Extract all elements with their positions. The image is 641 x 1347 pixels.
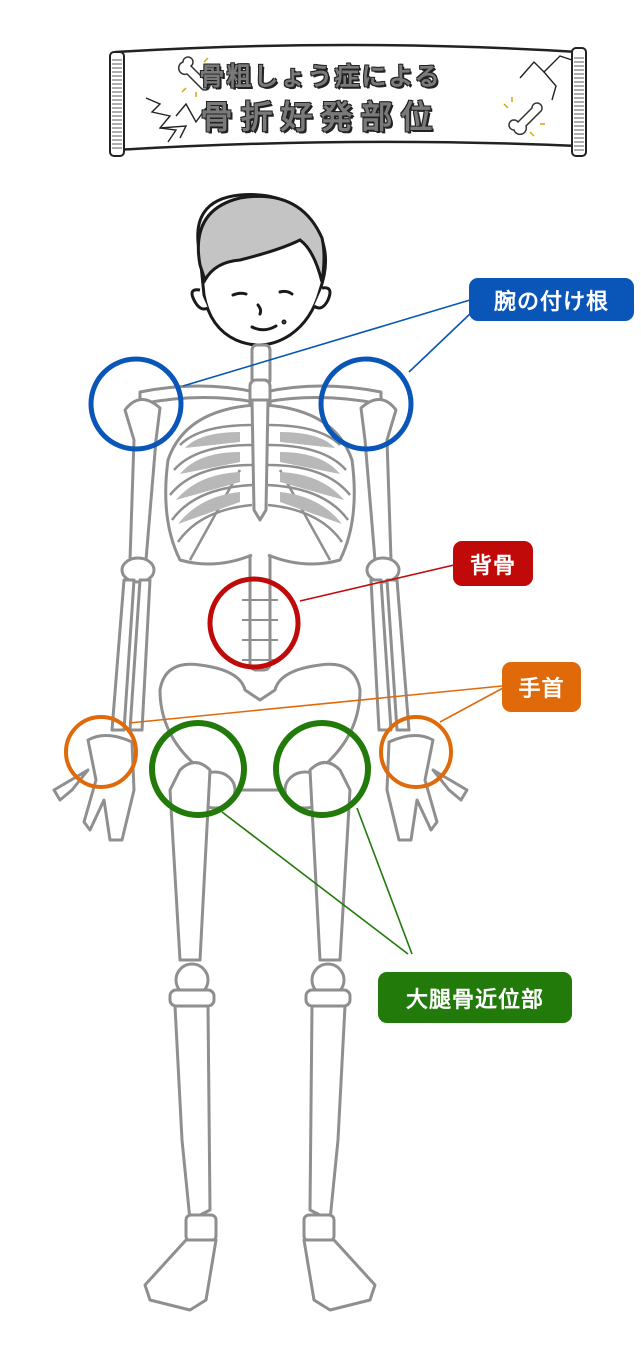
left-femur-circle [149, 720, 247, 818]
right-shoulder-circle [318, 356, 414, 452]
spine-callout [207, 564, 455, 670]
banner-title-line1: 骨粗しょう症による [199, 62, 442, 91]
skeleton [52, 343, 469, 1312]
wrist-callouts [64, 685, 504, 789]
head [190, 193, 332, 347]
label-spine: 背骨 [453, 541, 533, 586]
left-shoulder-circle [88, 356, 184, 452]
label-wrist: 手首 [502, 662, 581, 712]
spine-circle [207, 576, 301, 670]
right-femur-circle [273, 720, 371, 818]
title-banner [109, 43, 587, 157]
banner-title-line2: 骨折好発部位 [200, 98, 441, 136]
right-wrist-circle [379, 715, 453, 789]
crack-icon [145, 55, 573, 143]
femur-callouts [149, 720, 413, 955]
label-shoulder: 腕の付け根 [469, 278, 634, 321]
shoulder-callouts [88, 299, 473, 452]
left-wrist-circle [64, 715, 138, 789]
label-femur: 大腿骨近位部 [378, 972, 572, 1023]
broken-bone-icon [177, 56, 543, 136]
